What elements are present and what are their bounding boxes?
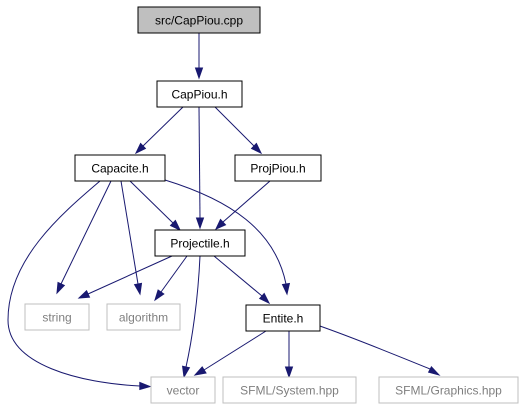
node-algorithm[interactable]: algorithm bbox=[106, 303, 181, 331]
edge-projpiou-h-to-projectile-h bbox=[214, 180, 271, 231]
edge-capacite-h-to-entite-h bbox=[164, 179, 291, 296]
edge-projectile-h-to-entite-h bbox=[213, 255, 271, 305]
edge-entite-h-to-sfml-system bbox=[284, 331, 294, 379]
node-label: string bbox=[42, 311, 71, 325]
edge-projectile-h-to-vector bbox=[182, 255, 201, 379]
node-capacite-h[interactable]: Capacite.h bbox=[74, 154, 166, 182]
edge-cappiou-cpp-to-cappiou-h bbox=[194, 33, 204, 80]
node-label: SFML/System.hpp bbox=[240, 384, 339, 398]
node-label: Projectile.h bbox=[170, 237, 229, 251]
node-cappiou-h[interactable]: CapPiou.h bbox=[156, 80, 243, 108]
edge-capacite-h-to-string bbox=[56, 180, 112, 295]
edge-capacite-h-to-vector bbox=[7, 180, 152, 391]
node-string[interactable]: string bbox=[24, 303, 90, 331]
edge-capacite-h-to-projectile-h bbox=[129, 180, 182, 232]
node-label: vector bbox=[167, 384, 200, 398]
node-src-cappiou-cpp[interactable]: src/CapPiou.cpp bbox=[137, 6, 261, 34]
node-sfml-graphics-hpp[interactable]: SFML/Graphics.hpp bbox=[378, 376, 519, 404]
edge-projectile-h-to-string bbox=[77, 255, 173, 299]
node-vector[interactable]: vector bbox=[150, 376, 216, 404]
node-label: Entite.h bbox=[263, 312, 304, 326]
node-projpiou-h[interactable]: ProjPiou.h bbox=[234, 154, 322, 182]
edge-capacite-h-to-algorithm bbox=[120, 180, 143, 296]
node-sfml-system-hpp[interactable]: SFML/System.hpp bbox=[222, 376, 357, 404]
graph-edges bbox=[7, 33, 441, 391]
edge-cappiou-h-to-projpiou-h bbox=[214, 106, 263, 155]
node-label: ProjPiou.h bbox=[250, 162, 305, 176]
edge-cappiou-h-to-capacite-h bbox=[134, 106, 184, 155]
node-label: Capacite.h bbox=[91, 162, 148, 176]
node-label: CapPiou.h bbox=[171, 88, 227, 102]
node-label: SFML/Graphics.hpp bbox=[395, 384, 502, 398]
node-label: algorithm bbox=[119, 311, 168, 325]
node-projectile-h[interactable]: Projectile.h bbox=[154, 229, 246, 257]
edge-projectile-h-to-algorithm bbox=[154, 255, 188, 302]
node-label: src/CapPiou.cpp bbox=[155, 14, 243, 28]
edge-entite-h-to-vector bbox=[193, 330, 267, 376]
node-entite-h[interactable]: Entite.h bbox=[245, 304, 321, 332]
graph-nodes: src/CapPiou.cpp CapPiou.h Capacite.h Pro… bbox=[24, 6, 519, 404]
edge-cappiou-h-to-projectile-h bbox=[195, 106, 205, 230]
edge-entite-h-to-sfml-graphics bbox=[316, 324, 441, 376]
